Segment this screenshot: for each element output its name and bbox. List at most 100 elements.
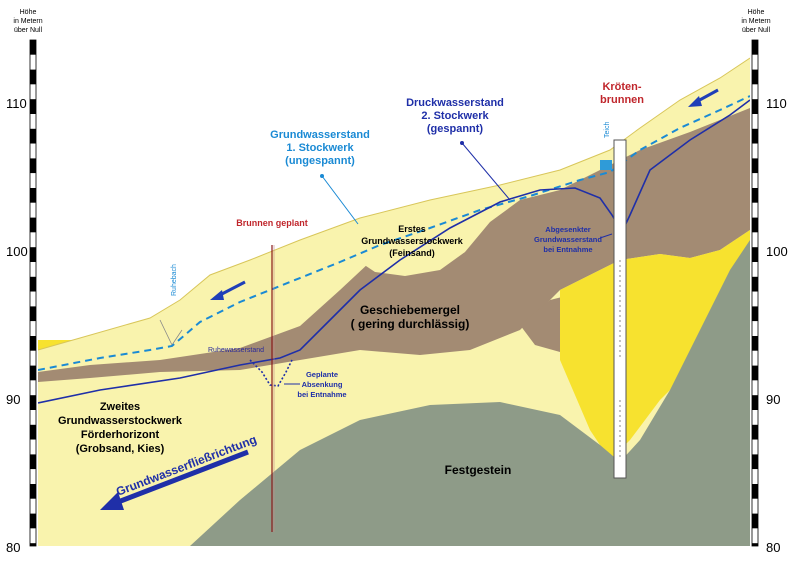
- scale-segment: [30, 69, 36, 85]
- scale-segment: [752, 232, 758, 248]
- label-ruhewasserstand: Ruhewasserstand: [208, 347, 264, 354]
- leader-abgesenkter: [599, 233, 613, 239]
- scale-segment: [752, 365, 758, 381]
- scale-segment: [752, 143, 758, 159]
- scale-segment: [752, 306, 758, 322]
- scale-segment: [752, 202, 758, 218]
- scale-segment: [30, 158, 36, 174]
- label-abgesenkter-2: Grundwasserstand: [534, 235, 602, 244]
- scale-segment: [30, 439, 36, 455]
- groundwater-table-1: [38, 95, 750, 371]
- label-gw1-line1: Grundwasserstand: [270, 129, 370, 141]
- scale-segment: [752, 528, 758, 544]
- scale-segment: [30, 365, 36, 381]
- ground-surface-line: [38, 57, 750, 351]
- right-scale-header-3: über Null: [742, 27, 770, 34]
- label-dw2-line3: (gespannt): [427, 123, 484, 135]
- left-tick-100: 100: [6, 244, 28, 259]
- left-tick-110: 110: [6, 96, 27, 111]
- label-erstes-1: Erstes: [398, 224, 426, 234]
- label-zweites-3: Förderhorizont: [81, 429, 160, 441]
- scale-segment: [30, 232, 36, 248]
- label-zweites-4: (Grobsand, Kies): [76, 443, 165, 455]
- scale-segment: [752, 188, 758, 203]
- scale-segment: [752, 69, 758, 85]
- scale-segment: [30, 262, 36, 277]
- scale-segment: [752, 469, 758, 484]
- scale-segment: [752, 513, 758, 529]
- label-zweites-1: Zweites: [100, 401, 140, 413]
- scale-segment: [30, 513, 36, 529]
- scale-segment: [30, 143, 36, 159]
- scale-segment: [752, 262, 758, 277]
- scale-segment: [752, 395, 758, 410]
- label-absenkung-2: Absenkung: [302, 380, 343, 389]
- scale-segment: [752, 410, 758, 425]
- scale-segment: [752, 424, 758, 440]
- right-tick-90: 90: [766, 392, 780, 407]
- scale-segment: [752, 380, 758, 396]
- label-erstes-2: Grundwasserstockwerk: [361, 236, 464, 246]
- right-scale-header-1: Höhe: [748, 9, 765, 16]
- scale-segment: [30, 380, 36, 396]
- scale-segment: [30, 454, 36, 470]
- scale-segment: [752, 276, 758, 292]
- scale-segment: [30, 276, 36, 292]
- scale-segment: [752, 498, 758, 514]
- kroetenbrunnen-pipe: [613, 139, 627, 479]
- right-scale-header-2: in Metern: [741, 18, 770, 25]
- scale-segment: [752, 173, 758, 188]
- scale-segment: [752, 158, 758, 174]
- scale-segment: [30, 128, 36, 144]
- scale-segment: [30, 217, 36, 233]
- scale-segment: [30, 424, 36, 440]
- scale-segment: [30, 188, 36, 203]
- label-abgesenkter-3: bei Entnahme: [543, 245, 592, 254]
- scale-segment: [30, 291, 36, 307]
- label-absenkung-3: bei Entnahme: [297, 390, 346, 399]
- label-ruhebach: Ruhebach: [171, 264, 178, 296]
- label-dw2-line2: 2. Stockwerk: [421, 110, 489, 122]
- scale-segment: [752, 439, 758, 455]
- label-kroetenbrunnen-2: brunnen: [600, 94, 644, 106]
- scale-segment: [752, 247, 758, 262]
- label-abgesenkter-1: Abgesenkter: [545, 225, 591, 234]
- scale-segment: [752, 99, 758, 114]
- scale-segment: [752, 84, 758, 100]
- scale-segment: [30, 114, 36, 129]
- flow-arrow-surface-left: [210, 280, 246, 300]
- scale-segment: [752, 217, 758, 233]
- scale-segment: [30, 99, 36, 114]
- scale-segment: [30, 54, 36, 70]
- left-scale-header-3: über Null: [14, 27, 42, 34]
- scale-segment: [30, 247, 36, 262]
- label-festgestein: Festgestein: [445, 463, 512, 477]
- label-zweites-2: Grundwasserstockwerk: [58, 415, 183, 427]
- left-scale: [29, 39, 37, 547]
- scale-segment: [752, 484, 758, 499]
- label-erstes-3: (Feinsand): [389, 248, 435, 258]
- left-scale-header-2: in Metern: [13, 18, 42, 25]
- scale-segment: [30, 202, 36, 218]
- scale-segment: [752, 321, 758, 336]
- label-kroetenbrunnen-1: Kröten-: [602, 81, 641, 93]
- label-teich: Teich: [604, 122, 611, 138]
- aquifer-layer-2-right: [560, 230, 750, 460]
- scale-segment: [30, 528, 36, 544]
- scale-segment: [30, 321, 36, 336]
- scale-segment: [752, 114, 758, 129]
- geological-layers: [38, 57, 750, 546]
- left-tick-90: 90: [6, 392, 20, 407]
- scale-segment: [30, 84, 36, 100]
- left-scale-header-1: Höhe: [20, 9, 37, 16]
- scale-segment: [30, 350, 36, 366]
- left-tick-80: 80: [6, 540, 20, 555]
- teich-pond: [600, 160, 612, 170]
- scale-segment: [30, 395, 36, 410]
- scale-segment: [752, 128, 758, 144]
- scale-segment: [30, 336, 36, 351]
- label-geschiebemergel-1: Geschiebemergel: [360, 303, 460, 317]
- geschiebemergel-layer: [38, 108, 750, 382]
